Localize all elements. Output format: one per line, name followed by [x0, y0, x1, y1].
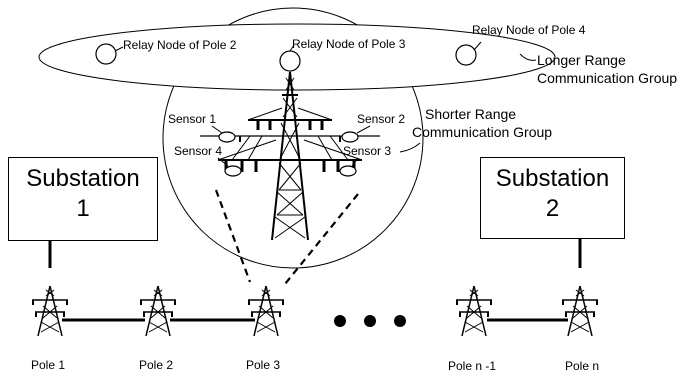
sensor-3-label: Sensor 3 — [343, 144, 392, 158]
substation-2-box: Substation 2 — [480, 157, 625, 239]
pole-1-tower — [31, 285, 69, 337]
pole-n-label: Pole n — [565, 359, 600, 373]
pole-2-tower — [139, 285, 177, 337]
relay-node-pole3 — [279, 50, 301, 72]
pole-n-tower — [561, 285, 599, 337]
longer-range-label-line2: Communication Group — [537, 70, 678, 86]
pole-3-label: Pole 3 — [246, 358, 281, 372]
shorter-range-circle — [162, 7, 424, 269]
sensor-1-label: Sensor 1 — [168, 112, 217, 126]
pole-3-tower — [247, 285, 285, 337]
sensor-4-label: Sensor 4 — [174, 144, 223, 158]
pole-1-label: Pole 1 — [31, 358, 66, 372]
relay-node-pole2 — [95, 43, 117, 65]
substation-2-line1: Substation — [495, 165, 610, 192]
longer-range-label-line1: Longer Range — [537, 52, 626, 68]
sensor-1 — [218, 131, 236, 143]
sensor-2 — [341, 131, 359, 143]
ellipsis-dot-3 — [394, 315, 406, 327]
substation-1-line2: 1 — [76, 195, 90, 222]
ellipsis-dot-1 — [334, 315, 346, 327]
sensor-4 — [224, 165, 242, 177]
ellipsis-dot-2 — [364, 315, 376, 327]
relay-node-pole3-label: Relay Node of Pole 3 — [292, 37, 406, 51]
zoom-line-left — [214, 189, 252, 283]
pole-2-label: Pole 2 — [139, 358, 174, 372]
sensor-2-label: Sensor 2 — [357, 112, 406, 126]
relay-node-pole2-label: Relay Node of Pole 2 — [123, 38, 237, 52]
relay-node-pole4 — [455, 44, 477, 66]
pole-n-minus-1-tower — [455, 285, 493, 337]
sensor-3 — [339, 165, 357, 177]
pole-n-minus-1-label: Pole n -1 — [448, 359, 497, 373]
relay-node-pole4-label: Relay Node of Pole 4 — [472, 23, 586, 37]
substation-2-line2: 2 — [545, 195, 560, 222]
shorter-range-label-line1: Shorter Range — [425, 106, 517, 122]
substation-1-line1: Substation — [26, 165, 140, 192]
zoom-line-right — [284, 193, 359, 285]
shorter-range-label-line2: Communication Group — [412, 124, 553, 140]
substation-1-box: Substation 1 — [8, 157, 158, 241]
